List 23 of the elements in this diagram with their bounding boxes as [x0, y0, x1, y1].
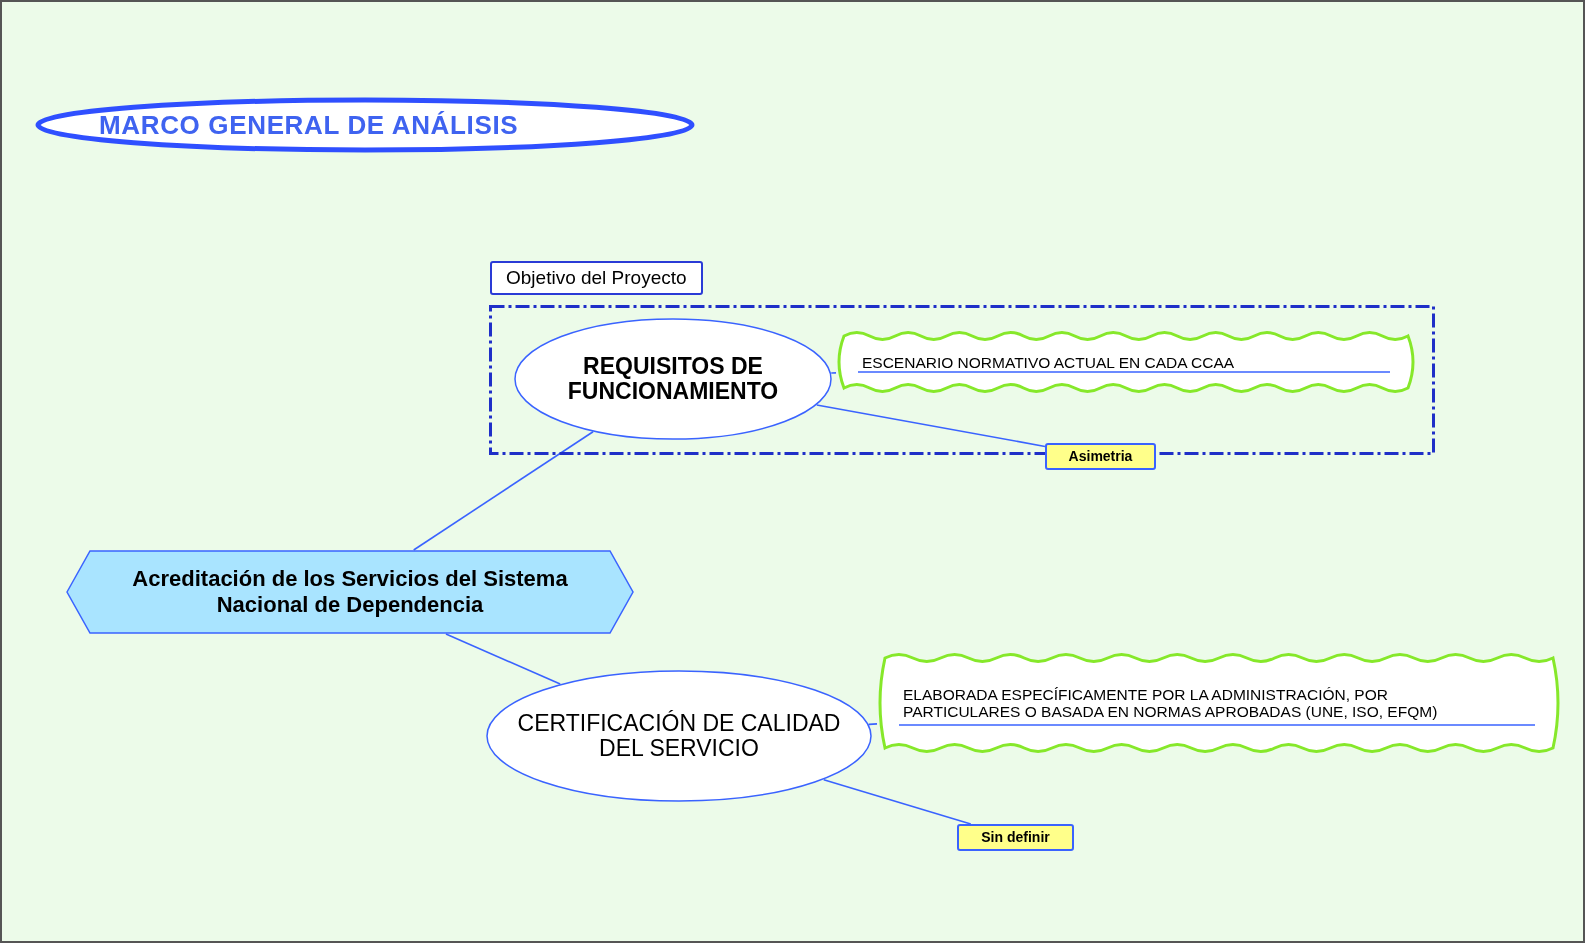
node-label: REQUISITOS DE FUNCIONAMIENTO: [566, 354, 780, 404]
ellipse-node: [514, 318, 832, 440]
connector-line: [822, 778, 972, 825]
wavy-callout: [836, 328, 1416, 396]
callout-text: ESCENARIO NORMATIVO ACTUAL EN CADA CCAA: [862, 353, 1236, 371]
note-tag: [957, 824, 1074, 851]
callout-text: ELABORADA ESPECÍFICAMENTE POR LA ADMINISTRACIÓN, POR PARTICULARES O BASADA EN NORMAS APROBADAS (UNE, ISO, EFQM): [903, 686, 1439, 720]
connector-line: [412, 430, 594, 551]
title-ellipse: [35, 97, 695, 153]
connector-line: [815, 404, 1046, 448]
title-text: MARCO GENERAL DE ANÁLISIS: [99, 108, 519, 142]
frame-heading: Objetivo del Proyecto: [490, 261, 703, 295]
tag-text: Asimetria: [1068, 447, 1133, 466]
connector-line: [445, 633, 561, 685]
connector-line: [868, 723, 878, 726]
ellipse-node: [486, 670, 872, 802]
tag-text: Sin definir: [981, 828, 1050, 847]
note-tag: [1045, 443, 1156, 470]
wavy-callout: [877, 650, 1561, 756]
node-label: Acreditación de los Servicios del Sistema Nacional de Dependencia: [131, 566, 569, 618]
connector-line: [830, 372, 837, 374]
hexagon-box: [66, 550, 634, 634]
node-label: CERTIFICACIÓN DE CALIDAD DEL SERVICIO: [516, 711, 842, 761]
